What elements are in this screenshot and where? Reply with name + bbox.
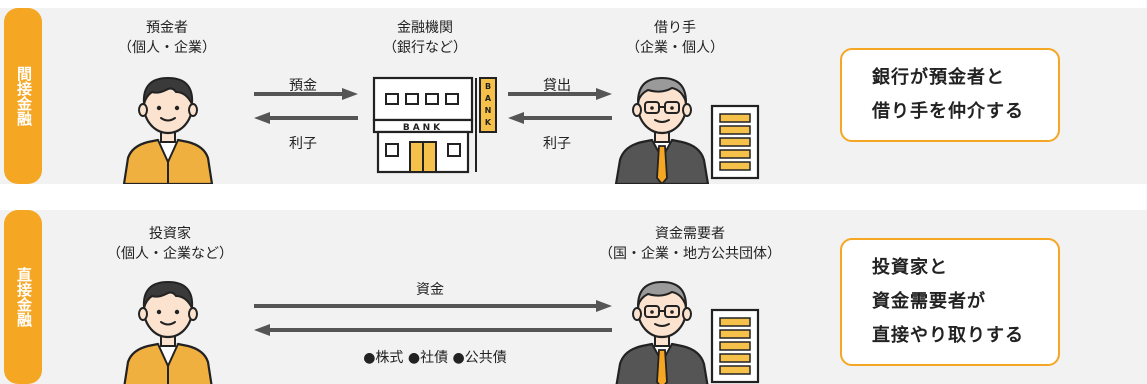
arrow-interest-left-label: 利子 <box>289 136 317 152</box>
bank-subtitle: （銀行など） <box>383 40 467 56</box>
loan-interest-arrows <box>508 88 612 124</box>
borrower-subtitle: （企業・個人） <box>626 40 724 56</box>
indirect-finance-panel: 間接金融 預金者 （個人・企業） 預金 利子 金融機関 （銀行など） <box>0 8 1147 184</box>
depositor-title: 預金者 <box>146 20 188 36</box>
indirect-callout-line-2: 借り手を仲介する <box>872 101 1024 122</box>
arrow-loan-label: 貸出 <box>543 78 571 94</box>
investor-subtitle: （個人・企業など） <box>107 246 233 262</box>
borrower-title: 借り手 <box>654 20 696 36</box>
bank-side-sign-k: K <box>485 118 492 127</box>
fund-demander-label: 資金需要者 （国・企業・地方公共団体） <box>590 224 790 264</box>
direct-finance-tab: 直接金融 <box>4 210 42 384</box>
investor-title: 投資家 <box>149 226 191 242</box>
securities-label: ●株式 ●社債 ●公共債 <box>363 350 507 366</box>
indirect-callout-line-1: 銀行が預金者と <box>872 67 1005 88</box>
direct-finance-panel: 直接金融 投資家 （個人・企業など） 資金 ●株式 ●社債 ●公共債 資金需要者… <box>0 210 1147 384</box>
investor-person-icon <box>123 280 213 384</box>
indirect-finance-tab-label: 間接金融 <box>15 66 33 126</box>
borrower-businessman-icon <box>614 76 760 184</box>
depositor-label: 預金者 （個人・企業） <box>112 18 222 58</box>
indirect-finance-callout: 銀行が預金者と 借り手を仲介する <box>840 48 1060 142</box>
depositor-person-icon <box>122 76 214 184</box>
arrow-deposit-label: 預金 <box>289 78 317 94</box>
borrower-label: 借り手 （企業・個人） <box>620 18 730 58</box>
bank-side-sign-b: B <box>485 82 491 91</box>
deposit-interest-arrows <box>254 88 358 124</box>
direct-callout-line-1: 投資家と <box>872 257 948 278</box>
indirect-finance-tab: 間接金融 <box>4 8 42 184</box>
direct-finance-callout: 投資家と 資金需要者が 直接やり取りする <box>840 238 1060 366</box>
direct-callout-line-2: 資金需要者が <box>872 291 986 312</box>
fund-demander-title: 資金需要者 <box>655 226 725 242</box>
arrow-interest-right-label: 利子 <box>543 136 571 152</box>
bank-label: 金融機関 （銀行など） <box>370 18 480 58</box>
bank-sign-text: BANK <box>403 123 443 133</box>
direct-callout-line-3: 直接やり取りする <box>872 325 1024 346</box>
bank-side-sign-a: A <box>485 94 492 103</box>
bank-side-sign-n: N <box>485 106 492 115</box>
funds-securities-arrows <box>254 300 612 336</box>
fund-demander-subtitle: （国・企業・地方公共団体） <box>599 246 781 262</box>
bank-building-icon: BANK B A N K <box>372 76 497 174</box>
arrow-funds-label: 資金 <box>416 282 444 298</box>
investor-label: 投資家 （個人・企業など） <box>100 224 240 264</box>
fund-demander-businessman-icon <box>615 280 760 384</box>
bank-title: 金融機関 <box>397 20 453 36</box>
depositor-subtitle: （個人・企業） <box>118 40 216 56</box>
direct-finance-tab-label: 直接金融 <box>15 267 33 327</box>
